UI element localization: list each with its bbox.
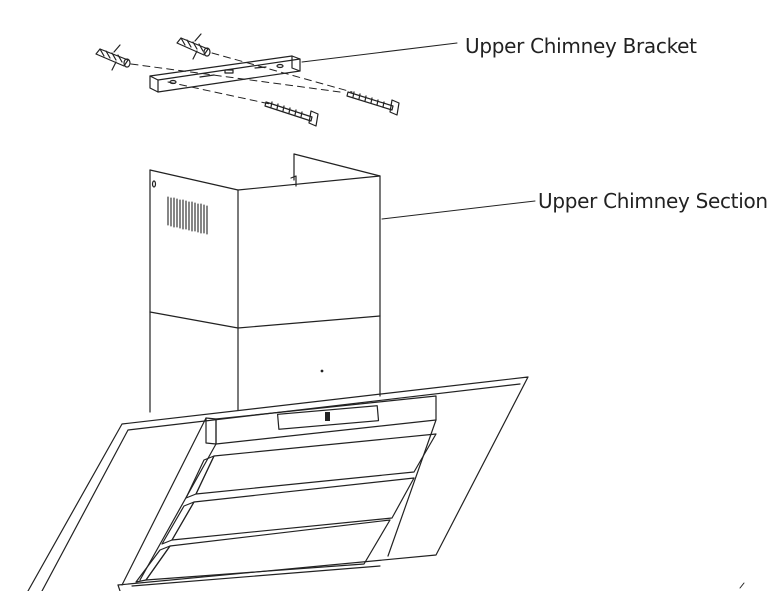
wall-plug-right — [176, 33, 211, 60]
hood-body — [121, 395, 437, 587]
vent-slots — [167, 196, 208, 235]
corner-mark — [739, 582, 745, 589]
hood-glass-panel — [27, 376, 529, 591]
screw-lower — [264, 101, 319, 127]
wall-plug-left — [95, 44, 131, 71]
power-button-icon — [325, 412, 330, 421]
alignment-lines — [130, 52, 353, 105]
upper-chimney-bracket — [149, 55, 301, 93]
screw-upper — [346, 91, 400, 116]
control-display — [276, 405, 380, 430]
leader-line-section — [381, 200, 536, 220]
label-upper-chimney-bracket: Upper Chimney Bracket — [465, 34, 697, 58]
leader-line-bracket — [301, 42, 458, 63]
label-upper-chimney-section: Upper Chimney Section — [538, 189, 768, 213]
upper-chimney-section — [149, 153, 381, 329]
lower-chimney-section — [149, 311, 381, 413]
